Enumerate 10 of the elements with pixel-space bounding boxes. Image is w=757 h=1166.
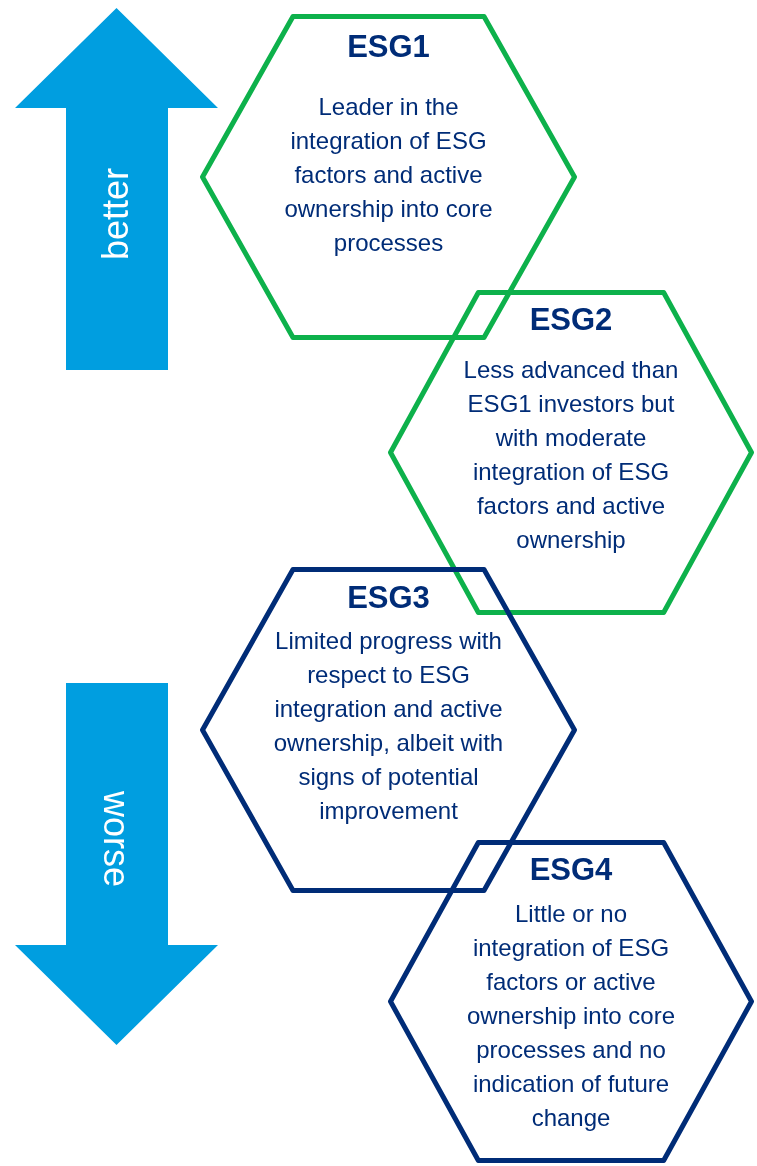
direction-label: better (96, 167, 137, 261)
level-heading: ESG4 (529, 853, 613, 887)
level-description: Leader in the integration of ESG factors and active ownership into core processes (283, 92, 494, 258)
level-heading: ESG2 (529, 303, 613, 337)
level-description: Limited progress with respect to ESG integration and active ownership, albeit with signs of potential improvement (272, 626, 505, 826)
level-description: Less advanced than ESG1 investors but with moderate integration of ESG factors and active ownership (462, 355, 680, 555)
level-heading: ESG3 (347, 581, 430, 615)
direction-label: worse (96, 791, 137, 887)
level-description: Little or no integration of ESG factors or active ownership into core processes and no indication of future change (465, 899, 677, 1133)
level-heading: ESG1 (347, 30, 430, 64)
